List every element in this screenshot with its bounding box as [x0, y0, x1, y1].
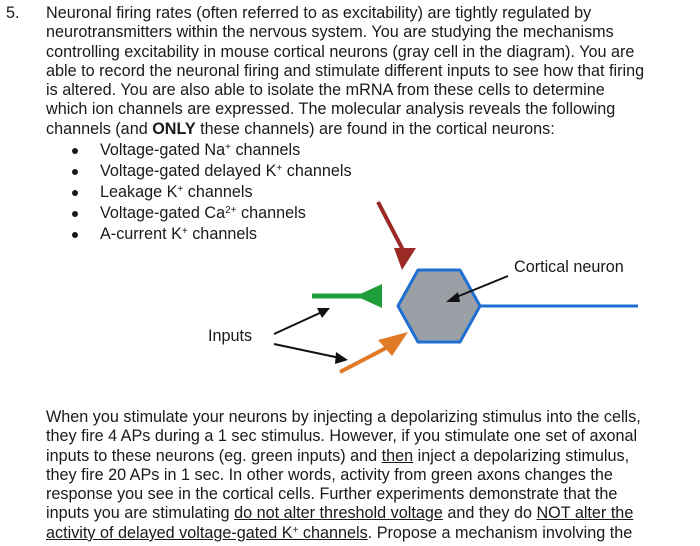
bullet-dot: [72, 148, 78, 154]
orange-axon: [339, 346, 387, 374]
green-terminal: [356, 284, 382, 308]
para2-line: they fire 4 APs during a 1 sec stimulus.…: [46, 427, 638, 446]
para2-line: inputs to these neurons (eg. green input…: [46, 446, 630, 465]
inputs-label: Inputs: [208, 327, 253, 345]
intro-line: able to record the neuronal firing and s…: [46, 61, 645, 80]
para2-line: they fire 20 APs in 1 sec. In other word…: [46, 465, 613, 484]
channel-list: Voltage-gated Na+ channels Voltage-gated…: [62, 140, 352, 245]
bullet-dot: [72, 190, 78, 196]
inputs-arrow-down-head: [335, 352, 348, 364]
intro-line: is altered. You are also able to isolate…: [46, 81, 605, 100]
orange-terminal: [378, 332, 408, 356]
underlined-delayed-k: activity of delayed voltage-gated K+ cha…: [46, 523, 368, 542]
inputs-arrow-up: [273, 311, 323, 335]
dark-red-axon: [376, 201, 406, 253]
bullet-dot: [72, 169, 78, 175]
channel-item: Voltage-gated delayed K+ channels: [62, 161, 352, 182]
bullet-dot: [72, 232, 78, 238]
intro-line: controlling excitability in mouse cortic…: [46, 42, 635, 61]
intro-text: channels (and: [46, 119, 153, 138]
underlined-not-alter: NOT alter the: [536, 504, 634, 523]
question-paragraph-2: When you stimulate your neurons by injec…: [46, 408, 686, 543]
channel-item: Leakage K+ channels: [62, 182, 352, 203]
para2-line: activity of delayed voltage-gated K+ cha…: [46, 523, 633, 542]
intro-line: Neuronal firing rates (often referred to…: [46, 4, 592, 22]
question-number: 5.: [6, 4, 20, 22]
channel-item: A-current K+ channels: [62, 224, 352, 245]
para2-line: When you stimulate your neurons by injec…: [46, 408, 641, 426]
channel-item: Voltage-gated Na+ channels: [62, 140, 352, 161]
emphasis-only: ONLY: [152, 119, 196, 138]
para2-line: response you see in the cortical cells. …: [46, 485, 618, 504]
bullet-dot: [72, 211, 78, 217]
para2-line: inputs you are stimulating do not alter …: [46, 504, 634, 523]
intro-text: these channels) are found in the cortica…: [195, 119, 555, 138]
underlined-then: then: [381, 446, 414, 465]
cortical-neuron-soma: [396, 268, 482, 344]
underlined-threshold: do not alter threshold voltage: [234, 504, 443, 523]
dark-red-terminal: [394, 248, 416, 270]
intro-line: channels (and ONLY these channels) are f…: [46, 120, 686, 139]
neuron-pointer-head: [446, 292, 460, 302]
intro-line: neurotransmitters within the nervous sys…: [46, 23, 614, 42]
cortical-neuron-label: Cortical neuron: [514, 258, 624, 276]
channel-item: Voltage-gated Ca2+ channels: [62, 203, 352, 224]
inputs-arrow-up-head: [317, 308, 330, 318]
neuron-pointer-line: [453, 275, 509, 299]
intro-line: which ion channels are expressed. The mo…: [46, 100, 616, 119]
inputs-arrow-down: [273, 343, 341, 359]
question-intro: Neuronal firing rates (often referred to…: [46, 4, 686, 139]
